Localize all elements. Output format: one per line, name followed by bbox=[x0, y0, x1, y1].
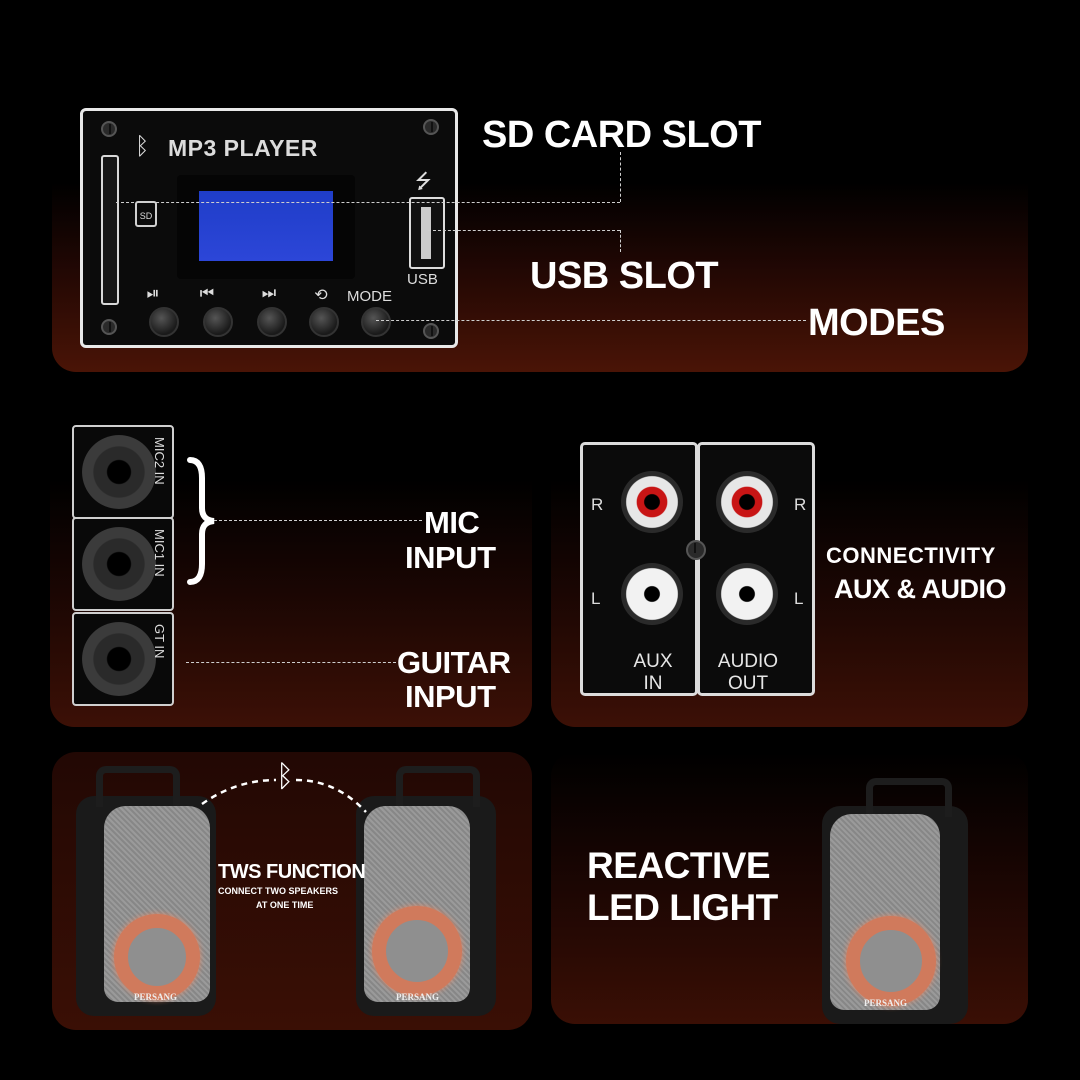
tws-link-arc bbox=[201, 778, 367, 813]
sd-card-slot-label: SD CARD SLOT bbox=[482, 114, 762, 156]
tws-sub-label-1: CONNECT TWO SPEAKERS bbox=[218, 886, 339, 896]
screw-icon bbox=[423, 119, 439, 135]
audio-out-plate: R L AUDIO OUT bbox=[697, 442, 815, 696]
play-pause-button[interactable] bbox=[149, 307, 179, 337]
screw-icon bbox=[423, 323, 439, 339]
left-channel-label: L bbox=[591, 589, 601, 608]
jack-socket-icon bbox=[82, 435, 156, 509]
aux-in-left-jack[interactable] bbox=[621, 563, 683, 625]
mic-leader-line bbox=[214, 520, 422, 521]
bluetooth-icon: ᛒ bbox=[276, 760, 294, 793]
sd-leader-line bbox=[116, 202, 620, 203]
sd-card-icon: SD bbox=[135, 201, 157, 227]
mic2-in-label: MIC2 IN bbox=[152, 437, 167, 485]
led-ring-icon bbox=[372, 906, 462, 996]
reactive-label-1: REACTIVE bbox=[587, 845, 771, 886]
sd-leader-line bbox=[620, 152, 621, 202]
speaker-handle bbox=[396, 766, 480, 807]
mic1-in-label: MIC1 IN bbox=[152, 529, 167, 577]
speaker-left: PERSANG bbox=[76, 766, 216, 1016]
audio-label-2: OUT bbox=[727, 673, 769, 694]
usb-icon: ⭍ bbox=[415, 171, 432, 193]
right-channel-label: R bbox=[591, 495, 604, 514]
modes-leader-line bbox=[376, 320, 806, 321]
repeat-icon: ⟲ bbox=[314, 287, 328, 304]
mic1-jack[interactable]: MIC1 IN bbox=[72, 517, 174, 611]
led-ring-icon bbox=[114, 914, 200, 1000]
usb-slot-label: USB SLOT bbox=[530, 255, 719, 297]
speaker-brand: PERSANG bbox=[396, 992, 440, 1002]
speaker-handle bbox=[96, 766, 180, 807]
connectivity-label-1: CONNECTIVITY bbox=[826, 543, 996, 568]
aux-in-plate: R L AUX IN bbox=[580, 442, 698, 696]
connectivity-label-2: AUX & AUDIO bbox=[834, 574, 1007, 604]
led-ring-icon bbox=[846, 916, 936, 1006]
guitar-jack[interactable]: GT IN bbox=[72, 612, 174, 706]
guitar-input-label-1: GUITAR bbox=[397, 645, 511, 680]
aux-label-2: IN bbox=[643, 673, 663, 694]
audio-label-1: AUDIO bbox=[717, 651, 779, 672]
mode-button[interactable] bbox=[361, 307, 391, 337]
speaker-handle bbox=[866, 778, 952, 817]
tws-sub-label-2: AT ONE TIME bbox=[256, 900, 314, 910]
brace-icon bbox=[187, 457, 215, 585]
mode-label: MODE bbox=[347, 288, 392, 305]
right-channel-label: R bbox=[794, 495, 807, 514]
usb-label: USB bbox=[407, 271, 438, 288]
lcd-frame bbox=[177, 175, 355, 279]
gt-in-label: GT IN bbox=[152, 624, 167, 659]
mp3-player-module: ᛒ MP3 PLAYER SD ⭍ USB ⏯ ⏮ ⏭ ⟲ MODE bbox=[80, 108, 458, 348]
audio-out-right-jack[interactable] bbox=[716, 471, 778, 533]
sd-card-slot[interactable] bbox=[101, 155, 119, 305]
previous-icon: ⏮ bbox=[199, 285, 215, 302]
mp3-player-title: MP3 PLAYER bbox=[168, 135, 318, 161]
screw-icon bbox=[101, 319, 117, 335]
speaker-brand: PERSANG bbox=[134, 992, 178, 1002]
speaker-led: PERSANG bbox=[822, 778, 968, 1024]
mic-input-label-1: MIC bbox=[424, 505, 480, 540]
guitar-input-label-2: INPUT bbox=[405, 679, 496, 714]
bluetooth-icon: ᛒ bbox=[135, 133, 150, 160]
next-icon: ⏭ bbox=[261, 285, 277, 302]
usb-slot[interactable] bbox=[409, 197, 445, 269]
mic-input-label-2: INPUT bbox=[405, 540, 496, 575]
mic2-jack[interactable]: MIC2 IN bbox=[72, 425, 174, 519]
jack-socket-icon bbox=[82, 622, 156, 696]
left-channel-label: L bbox=[794, 589, 804, 608]
next-button[interactable] bbox=[257, 307, 287, 337]
usb-leader-line bbox=[620, 230, 621, 252]
speaker-right: PERSANG bbox=[356, 766, 496, 1016]
modes-label: MODES bbox=[808, 302, 945, 344]
aux-in-right-jack[interactable] bbox=[621, 471, 683, 533]
reactive-label-2: LED LIGHT bbox=[587, 887, 778, 928]
play-pause-icon: ⏯ bbox=[146, 285, 160, 302]
previous-button[interactable] bbox=[203, 307, 233, 337]
aux-label-1: AUX bbox=[633, 651, 673, 672]
repeat-button[interactable] bbox=[309, 307, 339, 337]
screw-icon bbox=[101, 121, 117, 137]
guitar-leader-line bbox=[186, 662, 396, 663]
audio-out-left-jack[interactable] bbox=[716, 563, 778, 625]
speaker-brand: PERSANG bbox=[864, 998, 908, 1008]
tws-function-label: TWS FUNCTION bbox=[218, 861, 366, 883]
jack-socket-icon bbox=[82, 527, 156, 601]
screw-icon bbox=[686, 540, 706, 560]
usb-leader-line bbox=[428, 230, 620, 231]
